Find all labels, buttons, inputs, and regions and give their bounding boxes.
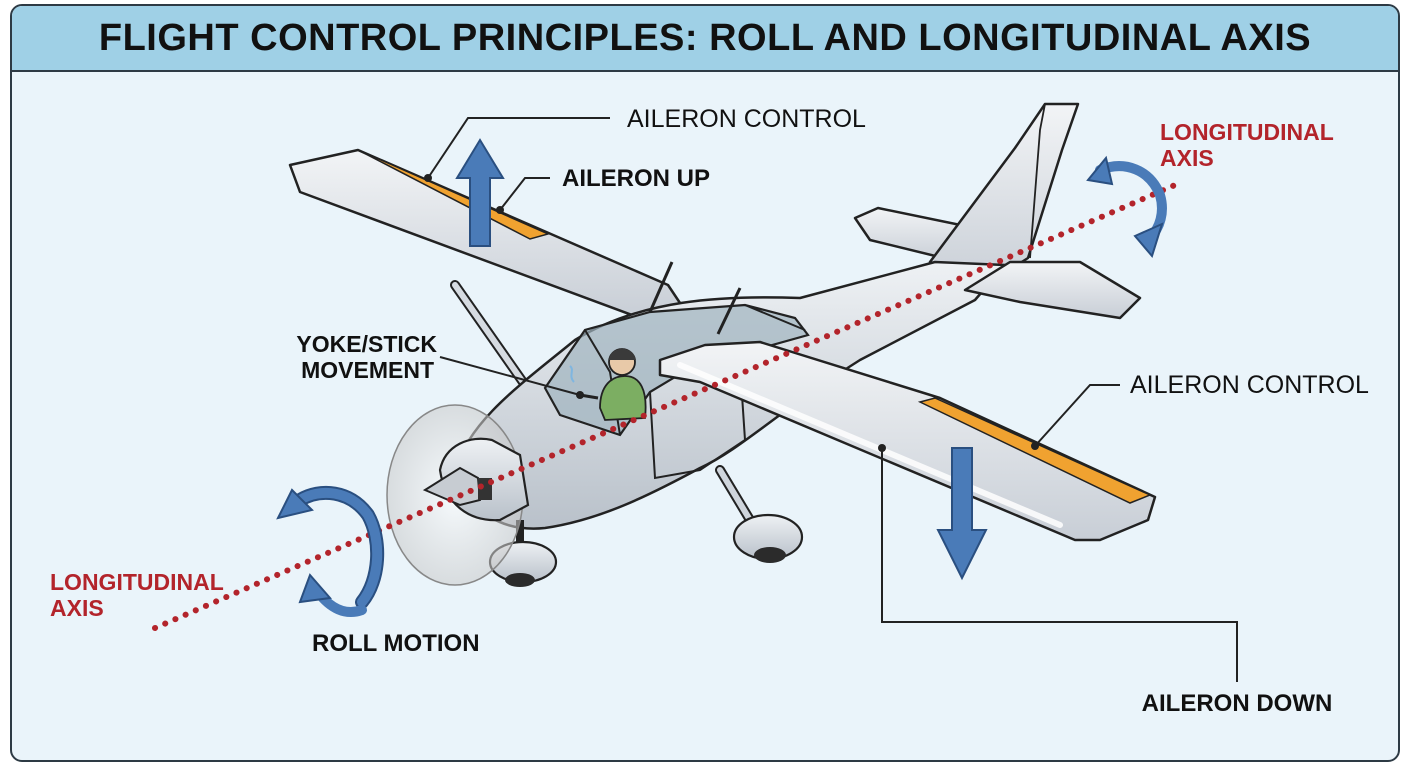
tail-roll-arrowhead-top [1086, 155, 1114, 186]
tail-roll-arrowhead-bottom [1133, 222, 1164, 259]
nose-wheel [505, 573, 535, 587]
roll-motion-arrowhead-bottom [298, 573, 332, 604]
roll-motion-arrow-top-fill [295, 487, 383, 607]
cabin-door [649, 391, 747, 480]
aileron-up-arrow [455, 138, 505, 247]
leader-dot-aileron-control-top [424, 174, 432, 182]
yoke-motion-mark [569, 365, 575, 383]
leader-aileron-down [881, 448, 1238, 682]
diagram-frame: FLIGHT CONTROL PRINCIPLES: ROLL AND LONG… [10, 4, 1400, 762]
label-yoke-line1: YOKE/STICK [296, 331, 437, 357]
longitudinal-axis-line [152, 182, 1178, 631]
aileron-down-arrow [936, 447, 988, 581]
antenna-2 [716, 287, 742, 335]
label-longitudinal-axis-left-2: AXIS [50, 595, 104, 621]
leader-yoke [439, 356, 581, 396]
leader-dot-aileron-up [496, 206, 504, 214]
pilot-body [599, 375, 647, 421]
leader-dot-aileron-down [878, 444, 886, 452]
main-wheel [754, 547, 786, 563]
leader-dot-yoke [576, 391, 584, 399]
roll-motion-arrowhead-top [276, 488, 314, 520]
label-aileron-control-right: AILERON CONTROL [1130, 371, 1369, 399]
left-wing-strut-fill [452, 282, 528, 388]
page-title: FLIGHT CONTROL PRINCIPLES: ROLL AND LONG… [98, 16, 1312, 59]
right-horizontal-stabilizer [963, 260, 1142, 320]
pilot-helmet [609, 348, 636, 360]
label-longitudinal-axis-right-1: LONGITUDINAL [1160, 119, 1334, 145]
leader-aileron-up [499, 177, 550, 211]
right-wing-highlight [677, 362, 1063, 528]
label-roll-motion: ROLL MOTION [312, 630, 480, 657]
label-aileron-up: AILERON UP [562, 165, 710, 192]
label-aileron-control-top: AILERON CONTROL [627, 105, 866, 133]
title-bar: FLIGHT CONTROL PRINCIPLES: ROLL AND LONG… [12, 6, 1398, 72]
label-yoke-line2: MOVEMENT [301, 357, 434, 383]
rudder-line [1029, 103, 1046, 259]
canopy-rear-frame [744, 304, 806, 331]
leader-aileron-control-right [1034, 384, 1120, 447]
label-longitudinal-axis-right-2: AXIS [1160, 145, 1214, 171]
leader-dot-aileron-control-right [1031, 442, 1039, 450]
leader-aileron-control-top [427, 117, 610, 179]
right-wing [658, 340, 1157, 542]
right-aileron [917, 397, 1152, 504]
antenna-1 [648, 261, 674, 313]
main-gear-leg-fill [717, 467, 753, 523]
label-longitudinal-axis-left-1: LONGITUDINAL [50, 569, 224, 595]
label-aileron-down: AILERON DOWN [1142, 690, 1333, 717]
